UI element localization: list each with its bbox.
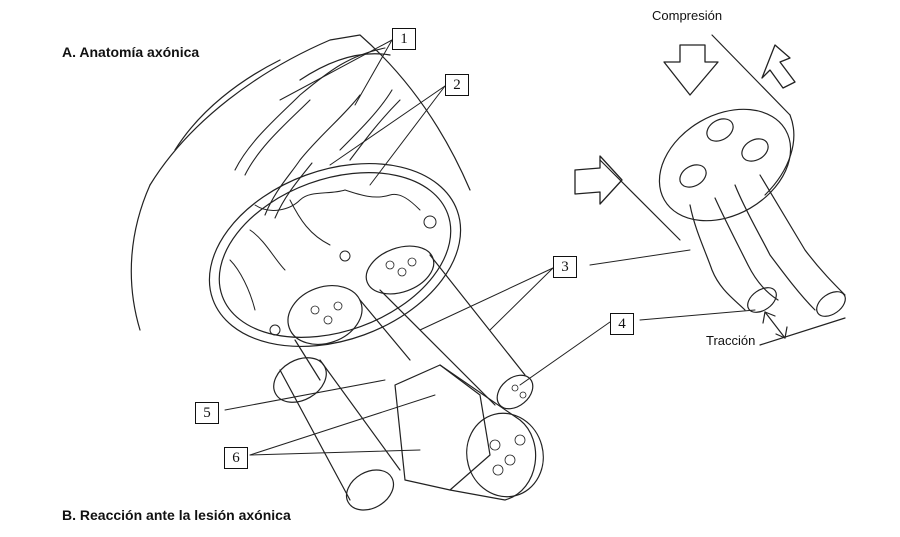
callout-leader-lines <box>224 39 756 456</box>
axon-bundles <box>310 257 527 476</box>
panel-b-title: B. Reacción ante la lesión axónica <box>62 507 291 523</box>
nerve-cross-section <box>208 162 462 348</box>
traction-label: Tracción <box>706 333 756 348</box>
compression-arrows <box>574 44 796 205</box>
callout-4: 4 <box>610 313 634 335</box>
epineurium-sheath <box>130 34 471 331</box>
fascicles <box>273 245 544 511</box>
blood-vessels <box>234 47 401 219</box>
callout-3: 3 <box>553 256 577 278</box>
vasa-nervorum <box>229 189 437 336</box>
traction-arrow <box>759 311 846 346</box>
compressed-axons <box>689 174 846 317</box>
compression-label: Compresión <box>652 8 723 23</box>
callout-1: 1 <box>392 28 416 50</box>
callout-6: 6 <box>224 447 248 469</box>
callout-5: 5 <box>195 402 219 424</box>
panel-a-title: A. Anatomía axónica <box>62 44 200 60</box>
injury-nerve-segment <box>599 34 795 241</box>
callout-2: 2 <box>445 74 469 96</box>
